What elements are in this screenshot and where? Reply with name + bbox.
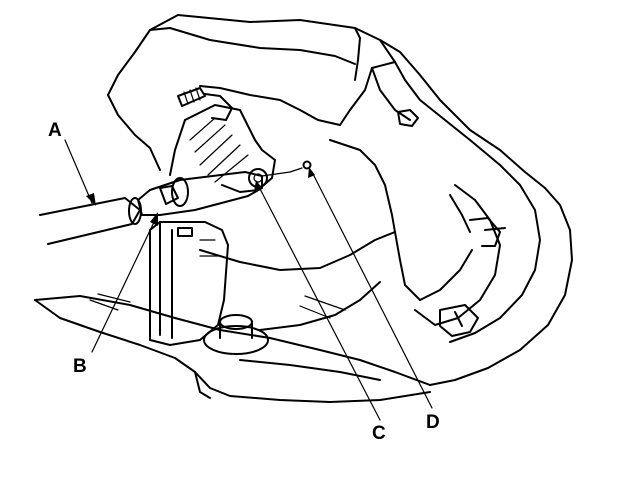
callout-label-b: B — [73, 356, 87, 377]
pin-hole — [261, 160, 312, 177]
tool-shaft — [39, 197, 142, 245]
spring-stud — [177, 87, 233, 121]
upper-housing — [107, 14, 546, 189]
bell-housing — [414, 164, 573, 386]
callout-label-c: C — [372, 423, 386, 444]
detent-block — [149, 221, 229, 346]
lower-case — [34, 139, 431, 403]
bolt-head — [203, 314, 269, 355]
leader-lines — [64, 139, 433, 421]
callout-label-d: D — [426, 412, 440, 433]
callout-label-a: A — [48, 120, 62, 141]
shift-lever — [137, 171, 263, 216]
